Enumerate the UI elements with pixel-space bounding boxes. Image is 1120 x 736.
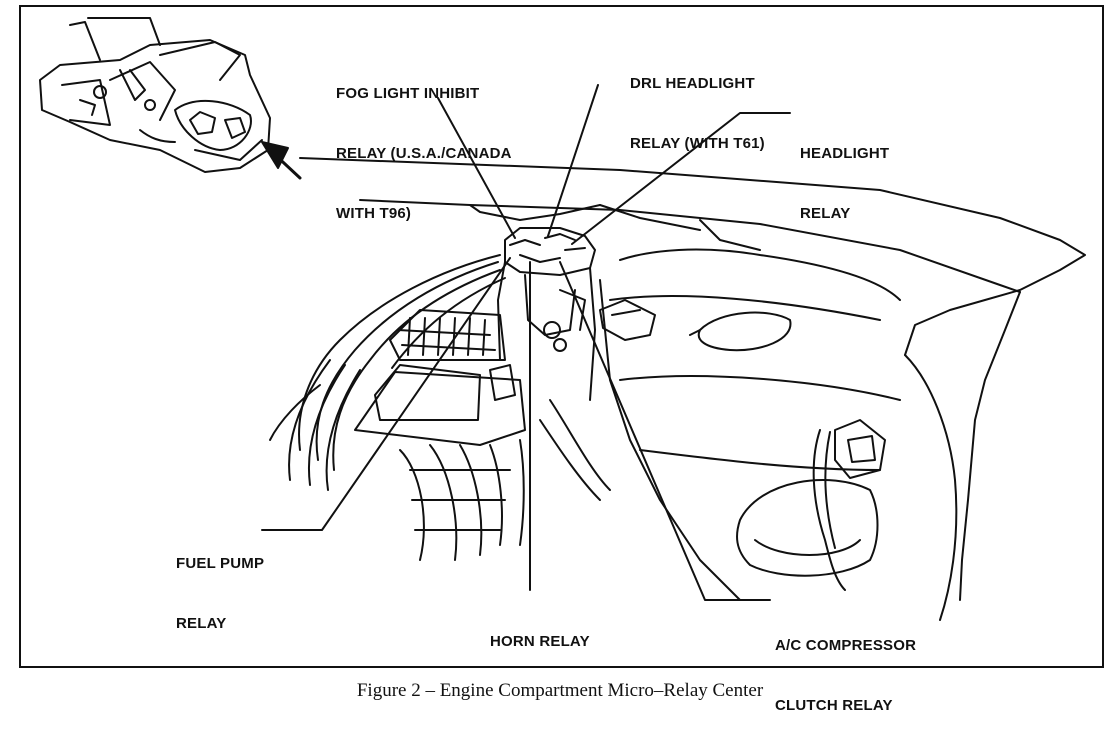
leader-drl bbox=[547, 84, 599, 237]
figure-frame bbox=[19, 5, 1104, 668]
drl-label-line-1: DRL HEADLIGHT bbox=[630, 75, 755, 92]
headlight-relay-label: HEADLIGHT RELAY bbox=[800, 104, 889, 244]
ac-compressor-clutch-relay-label: A/C COMPRESSOR CLUTCH RELAY bbox=[775, 596, 916, 736]
ac-label-line-1: A/C COMPRESSOR bbox=[775, 637, 917, 654]
leader-fuel-pump bbox=[261, 257, 511, 531]
locator-arrow-icon bbox=[261, 141, 289, 169]
fog-label-line-3: WITH T96) bbox=[336, 205, 412, 222]
leader-ac-compressor bbox=[559, 261, 771, 601]
headlight-label-line-2: RELAY bbox=[800, 205, 851, 222]
horn-relay-label: HORN RELAY bbox=[490, 592, 590, 672]
horn-label-line-1: HORN RELAY bbox=[490, 633, 590, 650]
drl-label-line-2: RELAY (WITH T61) bbox=[630, 135, 765, 152]
micro-relay-center bbox=[497, 227, 596, 401]
leader-fog-light bbox=[437, 97, 516, 239]
ac-label-line-2: CLUTCH RELAY bbox=[775, 697, 893, 714]
fuel-pump-label-line-1: FUEL PUMP bbox=[176, 555, 265, 572]
fog-light-inhibit-relay-label: FOG LIGHT INHIBIT RELAY (U.S.A./CANADA W… bbox=[336, 44, 512, 244]
engine-compartment-illustration bbox=[39, 17, 1086, 621]
drl-headlight-relay-label: DRL HEADLIGHT RELAY (WITH T61) bbox=[630, 34, 765, 174]
fog-label-line-1: FOG LIGHT INHIBIT bbox=[336, 85, 480, 102]
fuel-pump-label-line-2: RELAY bbox=[176, 615, 227, 632]
vehicle-locator-inset bbox=[39, 17, 271, 173]
figure-caption: Figure 2 – Engine Compartment Micro–Rela… bbox=[356, 680, 764, 701]
fog-label-line-2: RELAY (U.S.A./CANADA bbox=[336, 145, 512, 162]
headlight-label-line-1: HEADLIGHT bbox=[800, 145, 890, 162]
leader-headlight bbox=[571, 112, 791, 245]
fuel-pump-relay-label: FUEL PUMP RELAY bbox=[176, 514, 264, 654]
